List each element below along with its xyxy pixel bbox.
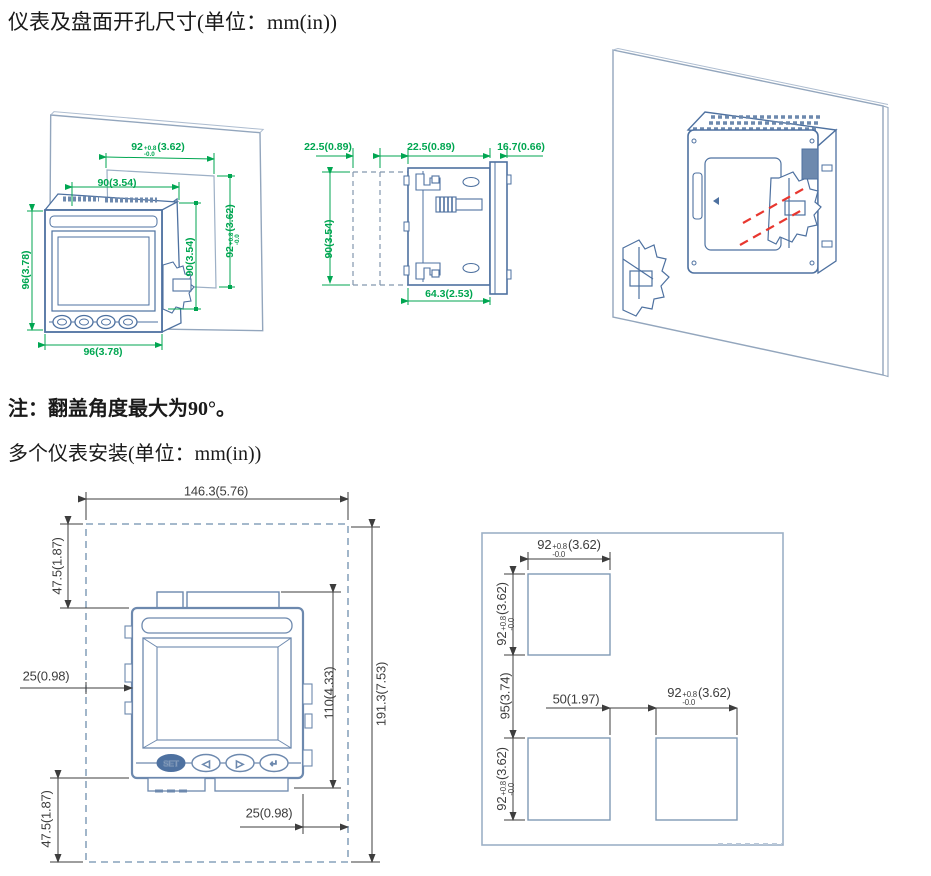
cutout-bottom-left: [527, 737, 611, 821]
seal-slider: [435, 196, 483, 213]
meter-side-body: [403, 161, 512, 295]
front-view-dimensions: [27, 153, 235, 350]
dim-cutout-width-top: 92+0.8-0.0(3.62): [537, 537, 601, 559]
dim-total-width: 146.3(5.76): [183, 483, 249, 499]
set-button-label: SET: [163, 760, 179, 769]
cutout-dimensions: [504, 552, 738, 821]
rear-slot: [801, 148, 819, 180]
dim-top-margin: 47.5(1.87): [49, 537, 65, 595]
meter-front-multi: SET ◁ ▷ ↵: [124, 591, 313, 793]
dim-meter-width-top: 90(3.54): [97, 177, 137, 189]
dim-side-height: 90(3.54): [323, 219, 335, 259]
prev-button-label: ◁: [202, 759, 210, 770]
multi-cutout-layout-drawing: [481, 532, 784, 846]
dim-left-offset: 25(0.98): [22, 668, 70, 684]
dim-body-height-inner: 90(3.54): [184, 237, 196, 277]
cutout-bottom-right: [655, 737, 738, 821]
front-buttons: [49, 314, 158, 330]
top-clip: [415, 173, 441, 191]
clip-insert-guides: [739, 187, 806, 246]
dim-depth-mid: 22.5(0.89): [407, 141, 455, 153]
front-button-row: SET ◁ ▷ ↵: [136, 753, 301, 773]
dim-depth-rear: 22.5(0.89): [304, 141, 352, 153]
meter-3d-body: [43, 193, 195, 334]
dim-meter-width-bottom: 96(3.78): [83, 346, 123, 358]
dim-right-offset: 25(0.98): [245, 805, 293, 821]
dim-cutout-height-1: 92+0.8-0.0(3.62): [494, 582, 516, 646]
dim-cutout-width-right: 92+0.8-0.0(3.62): [667, 685, 731, 707]
front-bezel-flange: [489, 161, 512, 295]
multi-install-front-drawing: SET ◁ ▷ ↵: [20, 492, 380, 863]
dim-body-depth: 64.3(2.53): [425, 288, 473, 300]
panel-outline: [481, 532, 784, 846]
dim-horizontal-gap: 50(1.97): [552, 691, 600, 707]
multi-install-title: 多个仪表安装(单位：mm(in)): [8, 443, 262, 465]
side-mounting-clip: [162, 261, 195, 314]
side-view-dimensions: [316, 148, 543, 305]
dim-vertical-gap: 95(3.74): [497, 672, 513, 720]
enter-button-label: ↵: [270, 759, 278, 770]
flip-cover-note: 注：翻盖角度最大为90°。: [8, 398, 236, 420]
dim-bottom-margin: 47.5(1.87): [38, 790, 54, 848]
retracted-cover-dashed: [352, 171, 408, 286]
dim-total-height: 191.3(7.53): [373, 661, 389, 727]
dim-meter-height-left: 96(3.78): [20, 250, 32, 290]
next-button-label: ▷: [236, 759, 244, 770]
meter-rear-3d: [686, 111, 838, 275]
cutout-squares: [527, 573, 738, 821]
case-hinge-bumps: [403, 175, 410, 276]
dim-depth-flange: 16.7(0.66): [497, 141, 545, 153]
dim-cutout-height-front: 92+0.8-0.0(3.62): [224, 204, 242, 258]
dim-cutout-width-front: 92+0.8-0.0(3.62): [131, 141, 185, 159]
side-view-drawing: [316, 148, 543, 305]
bottom-clip: [415, 262, 441, 280]
front-view-drawing: [27, 111, 265, 350]
dim-cutout-height-2: 92+0.8-0.0(3.62): [494, 747, 516, 811]
rear-3d-mounting-drawing: [612, 47, 889, 378]
multi-front-dimensions: [20, 492, 380, 863]
page-title: 仪表及盘面开孔尺寸(单位：mm(in)): [8, 10, 337, 34]
detached-mounting-clip: [622, 239, 670, 317]
cutout-top-left: [527, 573, 611, 656]
dim-meter-height-multi: 110(4.33): [321, 666, 337, 720]
